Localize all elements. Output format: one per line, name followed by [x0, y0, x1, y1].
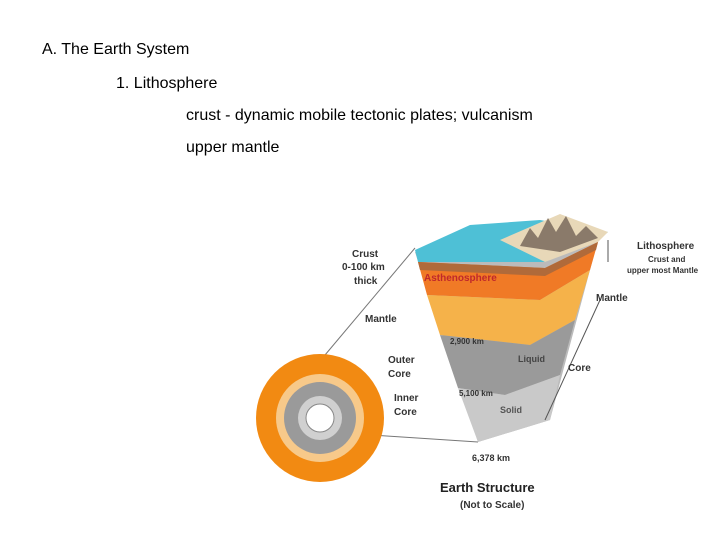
label-crust-thickness: 0-100 km	[342, 262, 385, 273]
layer-mantle	[427, 270, 590, 345]
label-outer-core-1: Outer	[388, 355, 415, 366]
label-solid: Solid	[500, 405, 522, 415]
earth-sphere	[256, 354, 384, 482]
label-lithosphere: Lithosphere	[637, 241, 695, 252]
label-mantle-left: Mantle	[365, 314, 397, 325]
label-lithosphere-sub-1: Crust and	[648, 255, 685, 264]
heading-earth-system: A. The Earth System	[42, 41, 190, 58]
label-inner-core-2: Core	[394, 407, 417, 418]
label-asthenosphere: Asthenosphere	[424, 273, 497, 284]
label-crust: Crust	[352, 249, 379, 260]
label-depth-5100: 5,100 km	[459, 389, 493, 398]
label-inner-core-1: Inner	[394, 393, 419, 404]
earth-structure-diagram: Crust 0-100 km thick Asthenosphere Mantl…	[256, 214, 699, 511]
layer-inner-core	[458, 375, 560, 442]
label-liquid: Liquid	[518, 354, 545, 364]
bullet-crust: crust - dynamic mobile tectonic plates; …	[186, 107, 533, 124]
bullet-upper-mantle: upper mantle	[186, 139, 280, 156]
subheading-lithosphere: 1. Lithosphere	[116, 75, 218, 92]
sphere-inner-core	[305, 403, 335, 433]
label-crust-thick: thick	[354, 276, 378, 287]
label-core: Core	[568, 363, 591, 374]
layer-outer-core	[440, 320, 575, 395]
label-depth-2900: 2,900 km	[450, 337, 484, 346]
layer-crust-rock	[418, 242, 598, 276]
diagram-subtitle: (Not to Scale)	[460, 500, 524, 511]
earth-wedge	[415, 214, 609, 442]
label-depth-6378: 6,378 km	[472, 453, 510, 463]
diagram-title: Earth Structure	[440, 480, 535, 495]
mountains	[520, 216, 598, 252]
label-mantle-right: Mantle	[596, 293, 628, 304]
label-outer-core-2: Core	[388, 369, 411, 380]
label-lithosphere-sub-2: upper most Mantle	[627, 266, 699, 275]
